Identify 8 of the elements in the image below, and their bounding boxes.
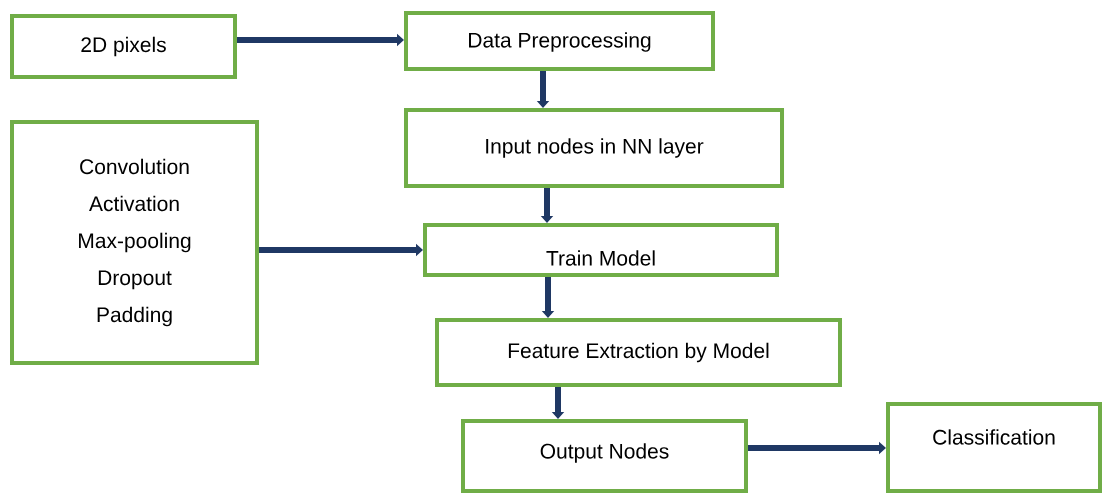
process-box: Input nodes in NN layer [404,108,784,188]
process-box: Convolution Activation Max-pooling Dropout Padding [10,120,259,365]
process-box: 2D pixels [10,14,237,79]
process-box: Output Nodes [461,419,748,493]
process-box: Classification [886,402,1102,493]
process-box: Data Preprocessing [404,11,715,71]
process-box: Train Model [423,223,779,277]
process-box: Feature Extraction by Model [435,318,842,387]
